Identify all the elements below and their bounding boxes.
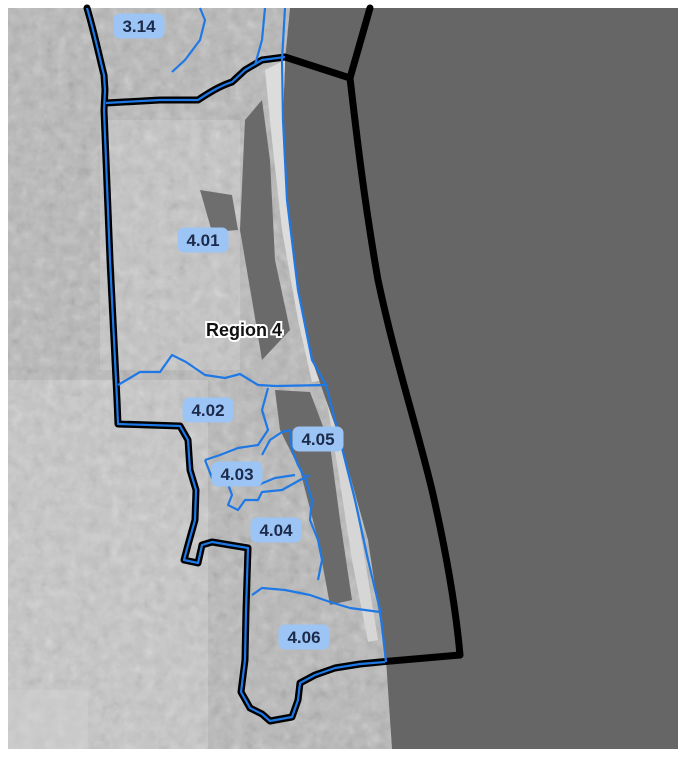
svg-text:4.02: 4.02 (191, 401, 224, 420)
label-4-04: 4.04 (250, 517, 302, 543)
label-4-05: 4.05 (292, 426, 344, 452)
svg-text:4.03: 4.03 (220, 465, 253, 484)
label-4-02: 4.02 (182, 397, 234, 423)
svg-text:4.06: 4.06 (287, 628, 320, 647)
label-4-06: 4.06 (278, 624, 330, 650)
svg-text:4.01: 4.01 (186, 231, 219, 250)
svg-text:3.14: 3.14 (122, 17, 156, 36)
svg-text:4.05: 4.05 (301, 430, 334, 449)
svg-text:4.04: 4.04 (259, 521, 293, 540)
label-3-14: 3.14 (113, 13, 165, 39)
region-label: Region 4 (206, 320, 282, 340)
label-4-01: 4.01 (177, 227, 229, 253)
label-4-03: 4.03 (211, 461, 263, 487)
subregion-boundaries (85, 7, 388, 723)
